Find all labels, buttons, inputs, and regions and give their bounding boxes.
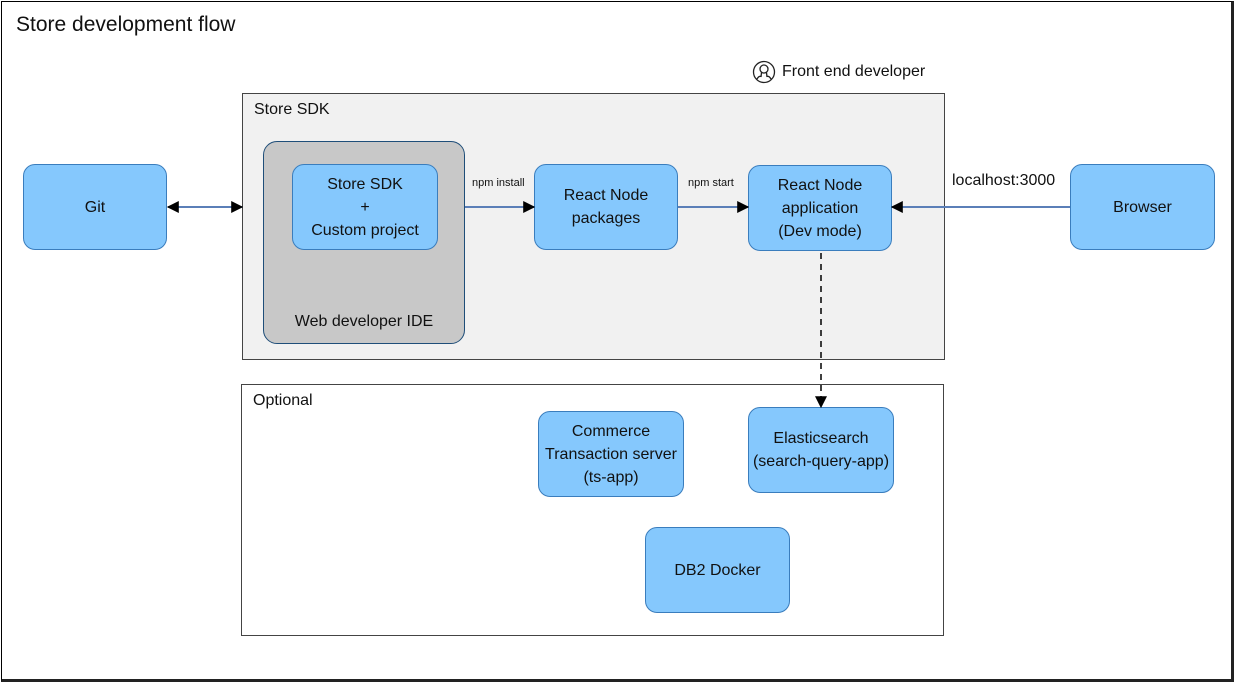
node-react-node-application: React Node application (Dev mode)	[748, 165, 892, 251]
persona-front-end-developer: Front end developer	[752, 60, 925, 84]
edge-label-npm-start: npm start	[688, 177, 734, 189]
node-git: Git	[23, 164, 167, 250]
node-db2-docker: DB2 Docker	[645, 527, 790, 613]
node-store-sdk-custom-project: Store SDK + Custom project	[292, 164, 438, 250]
edge-label-localhost: localhost:3000	[952, 172, 1056, 189]
ide-label: Web developer IDE	[294, 313, 434, 330]
user-circle-icon	[752, 60, 776, 84]
diagram-title: Store development flow	[16, 13, 236, 36]
persona-label: Front end developer	[782, 63, 926, 80]
node-elasticsearch: Elasticsearch (search-query-app)	[748, 407, 894, 493]
group-optional-label: Optional	[253, 392, 313, 409]
node-commerce-transaction-server: Commerce Transaction server (ts-app)	[538, 411, 684, 497]
edge-label-npm-install: npm install	[472, 177, 525, 189]
node-browser: Browser	[1070, 164, 1215, 250]
group-store-sdk-label: Store SDK	[254, 101, 330, 118]
node-react-node-packages: React Node packages	[534, 164, 678, 250]
